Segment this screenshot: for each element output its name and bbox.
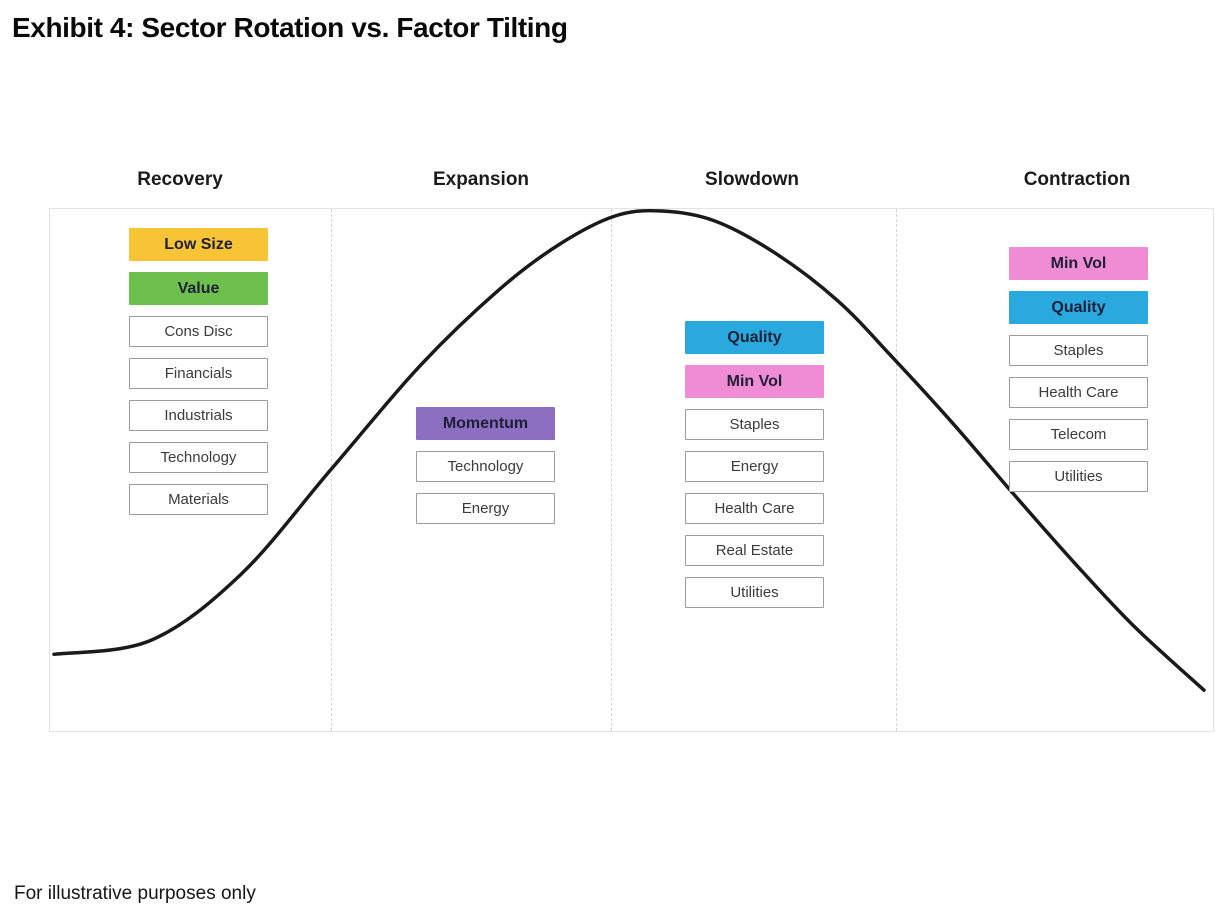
- cycle-curve-path: [52, 208, 1206, 692]
- sector-box-health-care: Health Care: [1009, 377, 1148, 408]
- sector-box-utilities: Utilities: [685, 577, 824, 608]
- footnote: For illustrative purposes only: [14, 883, 256, 904]
- sector-box-energy: Energy: [685, 451, 824, 482]
- factor-box-min-vol: Min Vol: [1009, 247, 1148, 280]
- sector-box-financials: Financials: [129, 358, 268, 389]
- phase-header-expansion: Expansion: [432, 169, 530, 190]
- sector-box-materials: Materials: [129, 484, 268, 515]
- phase-column-contraction: Min Vol Quality Staples Health Care Tele…: [1009, 247, 1148, 503]
- page-title: Exhibit 4: Sector Rotation vs. Factor Ti…: [12, 12, 568, 43]
- sector-box-technology: Technology: [129, 442, 268, 473]
- sector-box-technology: Technology: [416, 451, 555, 482]
- factor-box-momentum: Momentum: [416, 407, 555, 440]
- sector-box-staples: Staples: [1009, 335, 1148, 366]
- sector-box-health-care: Health Care: [685, 493, 824, 524]
- phase-header-slowdown: Slowdown: [705, 169, 799, 190]
- cycle-chart-area: Low Size Value Cons Disc Financials Indu…: [49, 208, 1214, 732]
- phase-column-recovery: Low Size Value Cons Disc Financials Indu…: [129, 228, 268, 526]
- sector-box-energy: Energy: [416, 493, 555, 524]
- sector-box-telecom: Telecom: [1009, 419, 1148, 450]
- phase-column-slowdown: Quality Min Vol Staples Energy Health Ca…: [685, 321, 824, 619]
- phase-divider: [896, 209, 897, 731]
- factor-box-quality: Quality: [685, 321, 824, 354]
- sector-box-industrials: Industrials: [129, 400, 268, 431]
- factor-box-quality: Quality: [1009, 291, 1148, 324]
- sector-box-real-estate: Real Estate: [685, 535, 824, 566]
- factor-box-low-size: Low Size: [129, 228, 268, 261]
- business-cycle-curve: [52, 208, 1206, 692]
- phase-column-expansion: Momentum Technology Energy: [416, 407, 555, 535]
- sector-box-utilities: Utilities: [1009, 461, 1148, 492]
- phase-divider: [611, 209, 612, 731]
- sector-box-staples: Staples: [685, 409, 824, 440]
- factor-box-min-vol: Min Vol: [685, 365, 824, 398]
- phase-header-contraction: Contraction: [1023, 169, 1131, 190]
- phase-header-recovery: Recovery: [137, 169, 223, 190]
- sector-box-cons-disc: Cons Disc: [129, 316, 268, 347]
- factor-box-value: Value: [129, 272, 268, 305]
